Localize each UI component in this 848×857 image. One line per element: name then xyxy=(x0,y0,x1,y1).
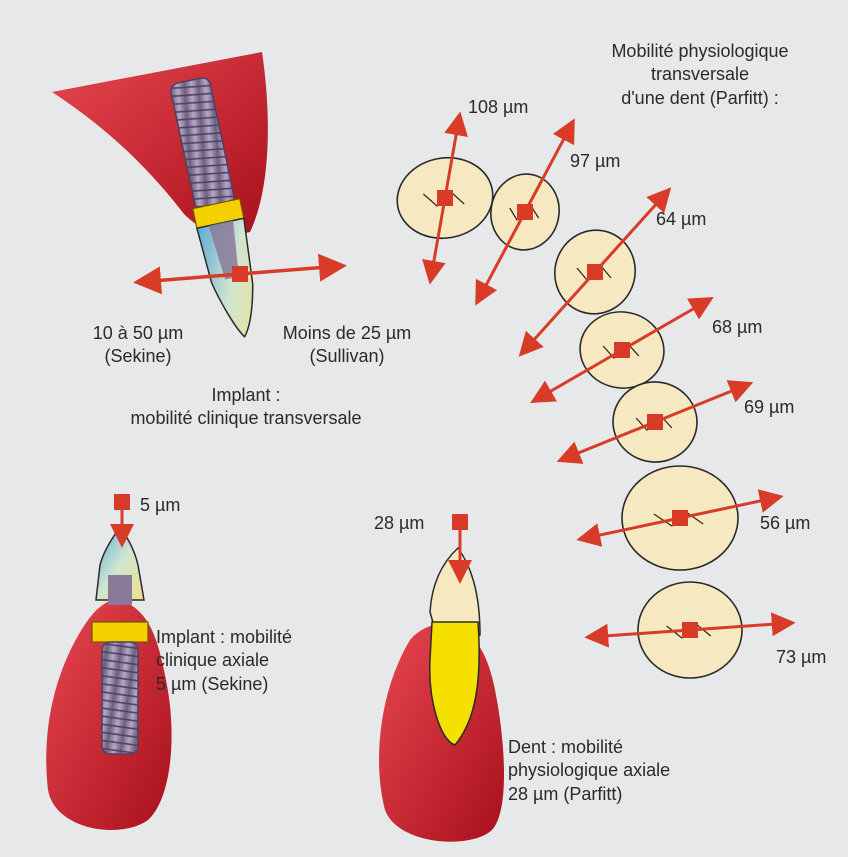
implant-right-line-2: (Sullivan) xyxy=(262,345,432,368)
tooth-value-7: 73 µm xyxy=(776,646,826,669)
implant-left-line-2: (Sekine) xyxy=(78,345,198,368)
implant-axial-label: Implant : mobilité clinique axiale 5 µm … xyxy=(156,626,292,696)
implant-axial-line-3: 5 µm (Sekine) xyxy=(156,673,292,696)
implant-axial-line-2: clinique axiale xyxy=(156,649,292,672)
implant-left-line-1: 10 à 50 µm xyxy=(78,322,198,345)
tooth-axial-line-1: Dent : mobilité xyxy=(508,736,670,759)
implant-axial-line-1: Implant : mobilité xyxy=(156,626,292,649)
tooth-axial-line-2: physiologique axiale xyxy=(508,759,670,782)
tooth-value-6: 56 µm xyxy=(760,512,810,535)
transverse-title: Mobilité physiologique transversale d'un… xyxy=(580,40,820,110)
tooth-axial-line-3: 28 µm (Parfitt) xyxy=(508,783,670,806)
implant-transverse-line-1: Implant : xyxy=(96,384,396,407)
implant-right-label: Moins de 25 µm (Sullivan) xyxy=(262,322,432,369)
tooth-value-4: 68 µm xyxy=(712,316,762,339)
transverse-title-line-3: d'une dent (Parfitt) : xyxy=(580,87,820,110)
tooth-axial-label: Dent : mobilité physiologique axiale 28 … xyxy=(508,736,670,806)
tooth-center-marker-6 xyxy=(672,510,688,526)
transverse-title-line-1: Mobilité physiologique xyxy=(580,40,820,63)
implant-transverse-line-2: mobilité clinique transversale xyxy=(96,407,396,430)
implant-left-label: 10 à 50 µm (Sekine) xyxy=(78,322,198,369)
tooth-center-marker-4 xyxy=(614,342,630,358)
tooth-center-marker-2 xyxy=(517,204,533,220)
tooth-center-marker-3 xyxy=(587,264,603,280)
implant-right-line-1: Moins de 25 µm xyxy=(262,322,432,345)
tooth-center-marker-7 xyxy=(682,622,698,638)
implant-axial-value: 5 µm xyxy=(140,494,180,517)
tooth-axial-value: 28 µm xyxy=(374,512,424,535)
tooth-value-5: 69 µm xyxy=(744,396,794,419)
tooth-value-3: 64 µm xyxy=(656,208,706,231)
implant-transverse-label: Implant : mobilité clinique transversale xyxy=(96,384,396,431)
tooth-value-1: 108 µm xyxy=(468,96,528,119)
tooth-center-marker-5 xyxy=(647,414,663,430)
transverse-title-line-2: transversale xyxy=(580,63,820,86)
tooth-value-2: 97 µm xyxy=(570,150,620,173)
tooth-center-marker-1 xyxy=(437,190,453,206)
